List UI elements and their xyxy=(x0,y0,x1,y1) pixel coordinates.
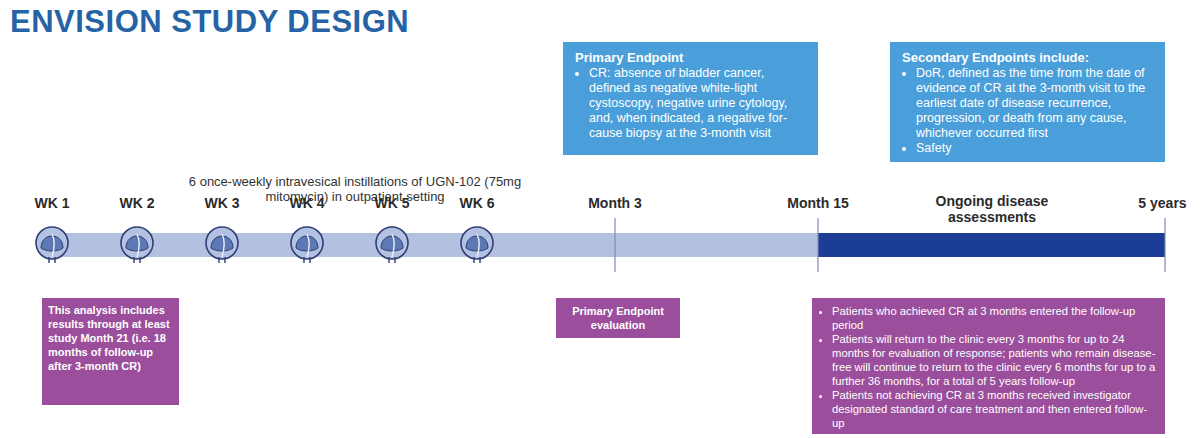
week-label: WK 4 xyxy=(277,195,337,211)
bladder-icon xyxy=(36,227,68,263)
followup-bar xyxy=(818,233,1165,257)
box-text: Primary Endpoint evaluation xyxy=(562,304,674,332)
bullet-text: DoR, defined as the time from the date o… xyxy=(916,66,1155,141)
week-label: WK 6 xyxy=(447,195,507,211)
bullet-text: Patients who achieved CR at 3 months ent… xyxy=(832,304,1157,332)
period-label: Ongoing disease assessments xyxy=(917,193,1067,225)
week-label: WK 1 xyxy=(22,195,82,211)
bullet-list: CR: absence of bladder cancer, defined a… xyxy=(575,66,808,141)
bullet-text: Safety xyxy=(916,141,1155,156)
week-label: WK 3 xyxy=(192,195,252,211)
bullet-list: Patients who achieved CR at 3 months ent… xyxy=(818,304,1157,430)
bullet-text: CR: absence of bladder cancer, defined a… xyxy=(589,66,808,141)
bladder-icon xyxy=(121,227,153,263)
bladder-icon xyxy=(376,227,408,263)
note-box: This analysis includes results through a… xyxy=(42,298,179,405)
time-label: 5 years xyxy=(1125,195,1200,211)
week-label: WK 2 xyxy=(107,195,167,211)
time-label: Month 3 xyxy=(565,195,665,211)
week-label: WK 5 xyxy=(362,195,422,211)
endpoint-box: Primary EndpointCR: absence of bladder c… xyxy=(563,42,818,155)
box-heading: Primary Endpoint xyxy=(575,50,808,65)
bullet-list: DoR, defined as the time from the date o… xyxy=(902,66,1155,156)
timeline-bar xyxy=(52,233,818,257)
box-text: This analysis includes results through a… xyxy=(48,303,173,373)
bladder-icon xyxy=(206,227,238,263)
tick-line xyxy=(614,218,615,272)
note-box: Primary Endpoint evaluation xyxy=(556,298,680,338)
box-heading: Secondary Endpoints include: xyxy=(902,50,1155,65)
note-box: Patients who achieved CR at 3 months ent… xyxy=(812,298,1165,434)
bullet-text: Patients will return to the clinic every… xyxy=(832,332,1157,388)
time-label: Month 15 xyxy=(768,195,868,211)
diagram-title: ENVISION STUDY DESIGN xyxy=(10,4,409,40)
bladder-icon xyxy=(461,227,493,263)
tick-line xyxy=(1164,218,1165,272)
endpoint-box: Secondary Endpoints include:DoR, defined… xyxy=(890,42,1165,162)
bladder-icon xyxy=(291,227,323,263)
bullet-text: Patients not achieving CR at 3 months re… xyxy=(832,388,1157,430)
tick-line xyxy=(817,218,818,272)
